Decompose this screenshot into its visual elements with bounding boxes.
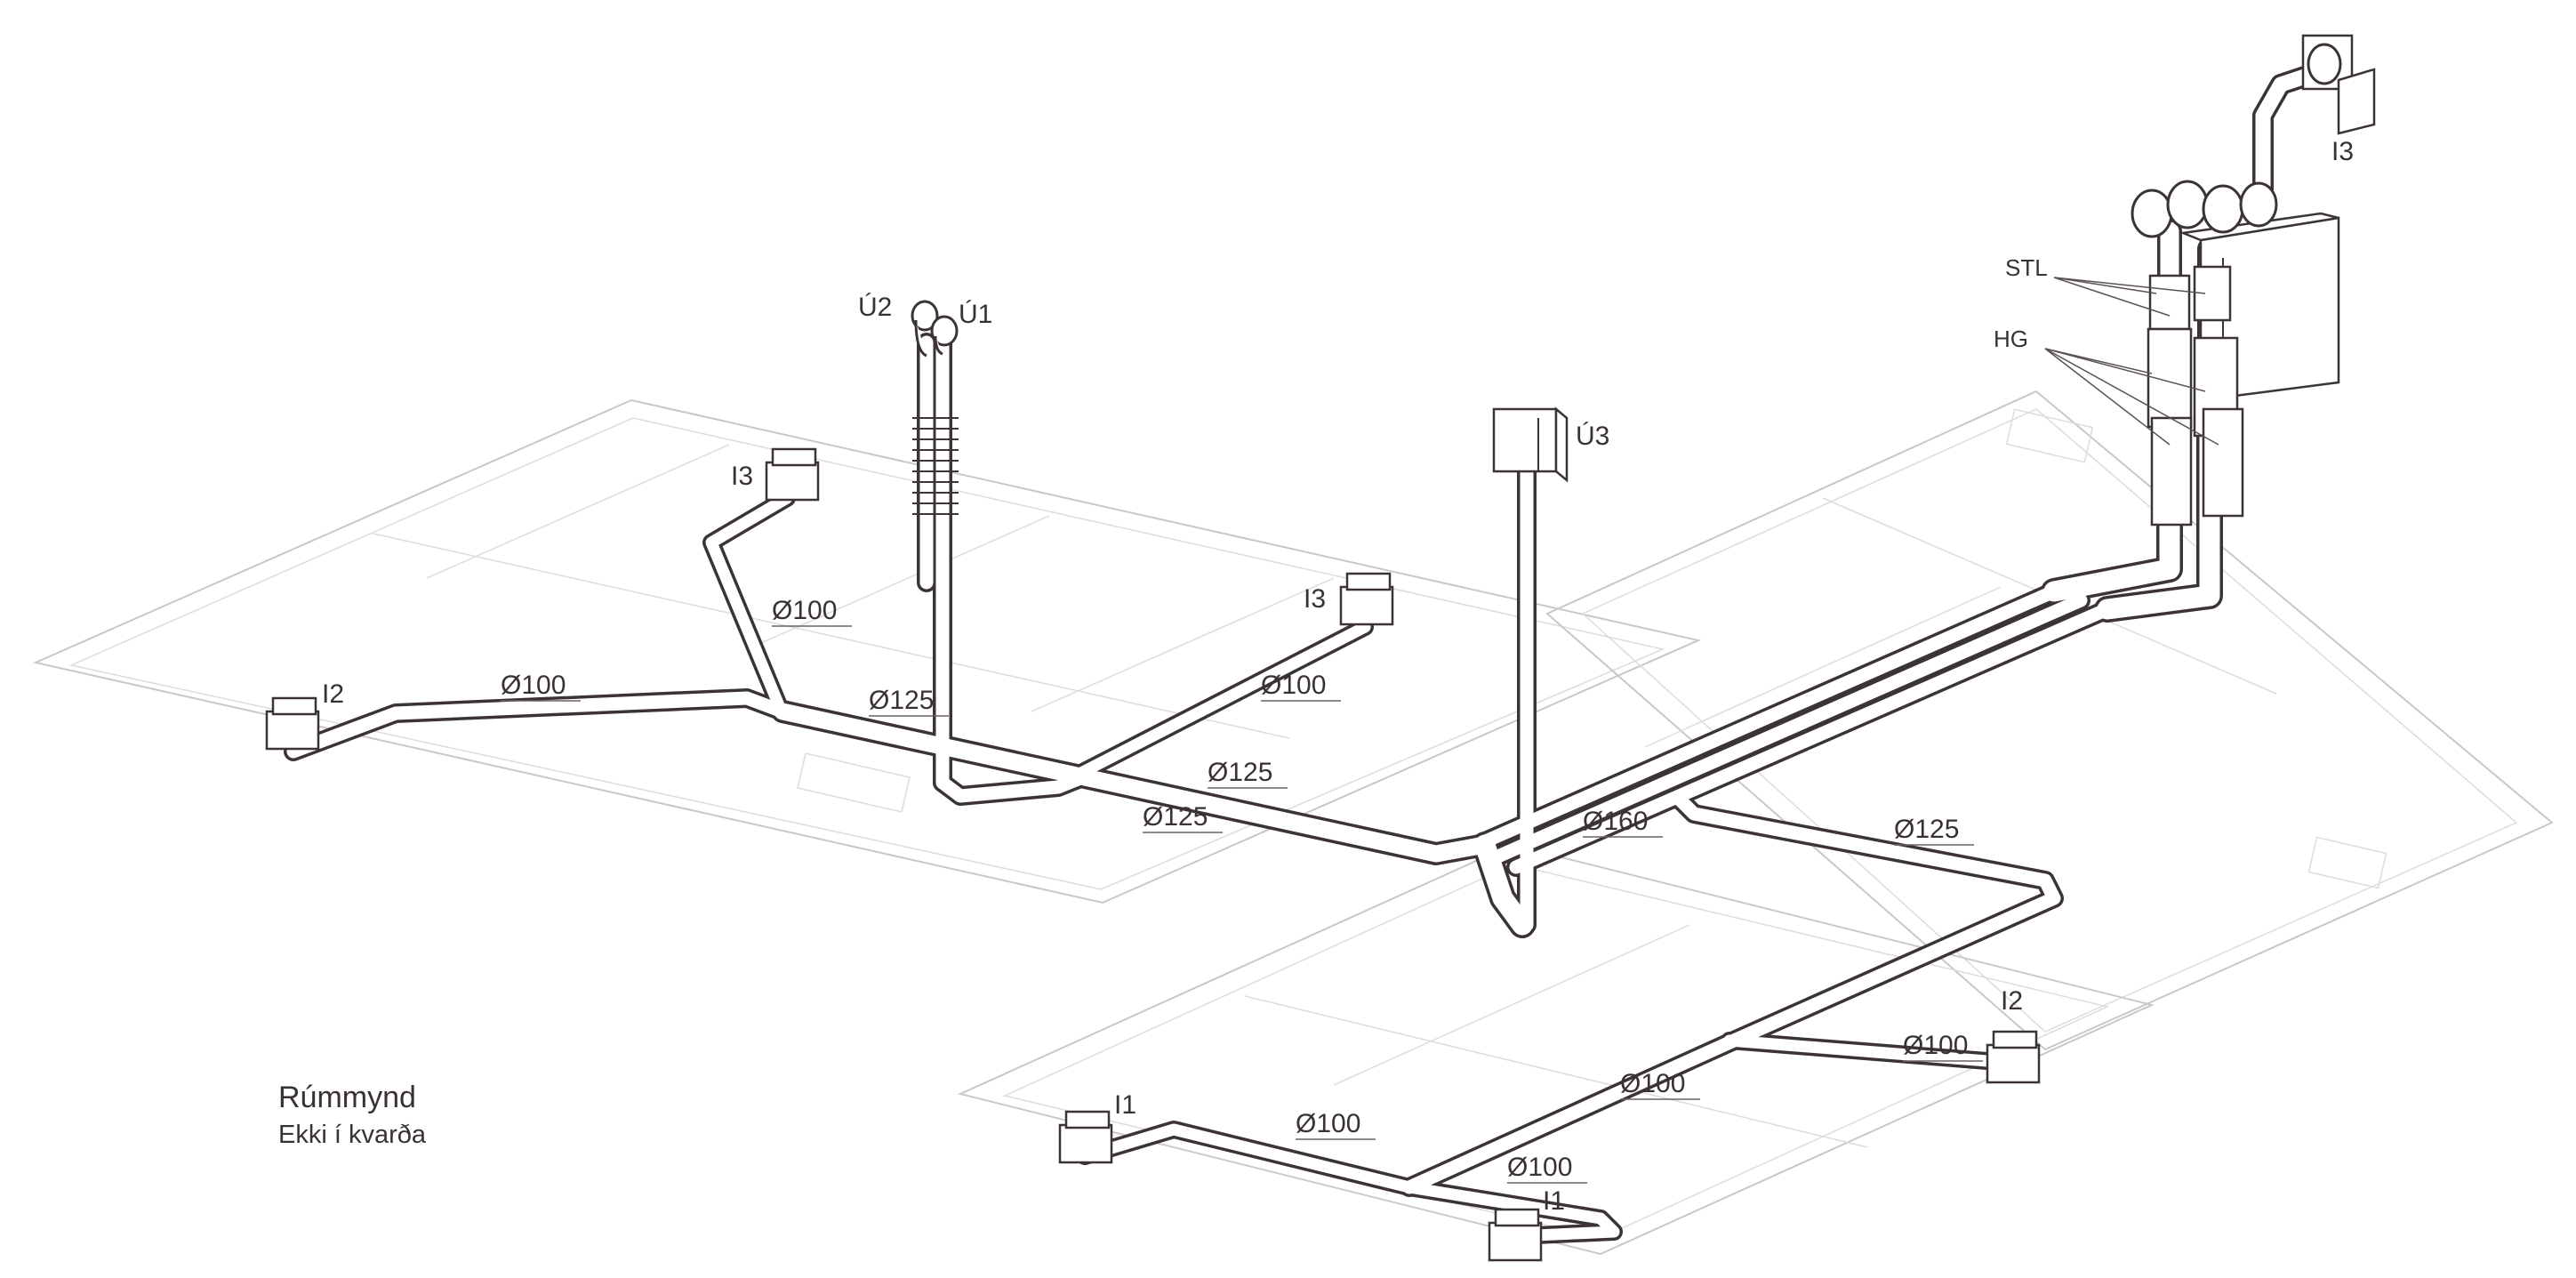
leader-lines bbox=[2044, 277, 2219, 446]
dimension-label-group: Ø100 Ø100 Ø125 Ø100 Ø125 Ø125 Ø160 Ø125 … bbox=[501, 596, 1983, 1184]
terminal-i2-left bbox=[265, 696, 320, 751]
floor-outline-lower-wing bbox=[957, 843, 2155, 1256]
outlet-u1-u2-ends bbox=[911, 300, 959, 358]
dim-label-125-trunk-lower: Ø125 bbox=[1143, 802, 1208, 832]
terminal-i2-right bbox=[1986, 1030, 2041, 1084]
flexible-duct-section bbox=[912, 417, 959, 515]
drawing-caption: Rúmmynd Ekki í kvarða bbox=[278, 1081, 427, 1149]
unit-elbows bbox=[2131, 180, 2278, 238]
dim-label-100-lower-main: Ø100 bbox=[1620, 1069, 1685, 1098]
label-i1-left: I1 bbox=[1114, 1090, 1136, 1120]
label-stl: STL bbox=[2005, 254, 2048, 281]
label-i2-right: I2 bbox=[2001, 986, 2023, 1016]
floor-plan bbox=[32, 390, 2554, 1256]
dim-label-100-left: Ø100 bbox=[501, 671, 566, 700]
floor-outline-left-wing bbox=[32, 398, 1702, 904]
dim-label-100-i1-left: Ø100 bbox=[1296, 1109, 1360, 1138]
dim-label-125-trunk-upper: Ø125 bbox=[1208, 758, 1272, 787]
terminals bbox=[265, 34, 2376, 1262]
label-i2-left: I2 bbox=[322, 679, 344, 709]
duct-network-inner bbox=[286, 63, 2329, 1242]
caption-title: Rúmmynd bbox=[278, 1081, 416, 1114]
floor-outline-right-wing bbox=[1545, 390, 2554, 1051]
floor-inner-right-wing bbox=[1581, 408, 2518, 1033]
outlet-u2-end bbox=[911, 300, 939, 332]
dim-label-100-i1-bottom: Ø100 bbox=[1507, 1153, 1572, 1182]
dim-label-100-i3-mid: Ø100 bbox=[1261, 671, 1326, 700]
outlet-u1-end bbox=[930, 315, 959, 347]
label-i1-bottom: I1 bbox=[1543, 1186, 1565, 1216]
label-u2: Ú2 bbox=[858, 293, 892, 322]
silencers-stl bbox=[2148, 265, 2232, 331]
label-i3-top: I3 bbox=[2331, 137, 2354, 166]
label-i3-left: I3 bbox=[731, 462, 753, 491]
attenuators-hg bbox=[2147, 327, 2244, 526]
floor-interior-walls bbox=[373, 408, 2387, 1148]
label-hg: HG bbox=[1994, 326, 2028, 352]
label-i3-mid: I3 bbox=[1304, 584, 1326, 614]
terminal-label-group: I2 I3 I3 I3 I1 I1 I2 Ú2 Ú1 Ú3 STL HG bbox=[322, 137, 2354, 1216]
terminal-i3-left bbox=[765, 447, 820, 502]
dim-label-125-u2: Ø125 bbox=[869, 686, 934, 715]
terminal-i1-bottom bbox=[1488, 1208, 1543, 1262]
terminal-i1-left bbox=[1058, 1110, 1113, 1164]
floor-inner-left-wing bbox=[68, 417, 1665, 890]
terminal-i3-top bbox=[2301, 34, 2376, 135]
label-u1: Ú1 bbox=[959, 300, 992, 329]
outlet-u3-box bbox=[1492, 406, 1569, 483]
terminal-i3-mid bbox=[1339, 572, 1394, 626]
dim-label-100-i3-left: Ø100 bbox=[772, 596, 837, 625]
dim-label-160: Ø160 bbox=[1583, 807, 1648, 836]
dim-label-100-i2-right: Ø100 bbox=[1903, 1031, 1968, 1060]
label-u3: Ú3 bbox=[1576, 422, 1609, 451]
dim-label-125-lower-branch: Ø125 bbox=[1894, 815, 1959, 844]
caption-subtitle: Ekki í kvarða bbox=[278, 1121, 427, 1149]
